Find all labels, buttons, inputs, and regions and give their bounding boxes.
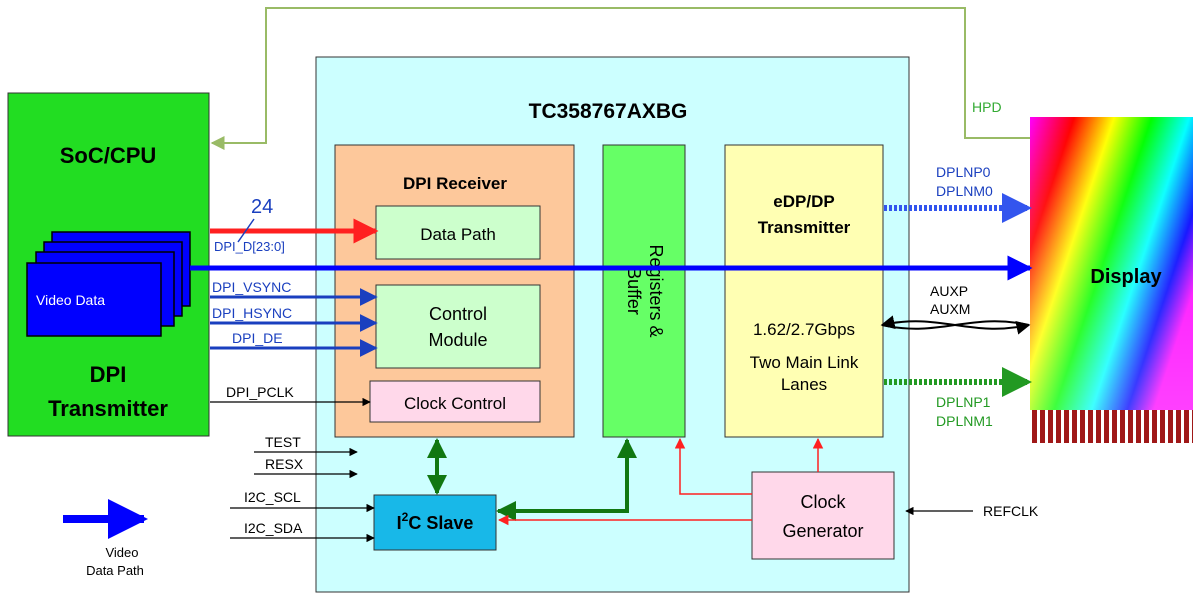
- test-label: TEST: [265, 434, 301, 450]
- edp-transmitter-block: [724, 144, 884, 438]
- dpi-vsync-label: DPI_VSYNC: [212, 279, 291, 295]
- chip-title: TC358767AXBG: [529, 100, 688, 123]
- data-path-label: Data Path: [420, 225, 496, 244]
- control-module-line1: Control: [429, 304, 487, 324]
- video-data-label: Video Data: [36, 292, 105, 308]
- dpi-d-label: DPI_D[23:0]: [214, 239, 285, 254]
- control-module-block: [375, 284, 541, 369]
- clock-control-label: Clock Control: [404, 394, 506, 413]
- bus-width-slash: [237, 218, 255, 243]
- transmitter-rate: 1.62/2.7Gbps: [753, 320, 855, 339]
- clockgen-to-registers: [674, 437, 752, 495]
- soc-footer-line1: DPI: [90, 362, 127, 387]
- auxp-label: AUXP: [930, 283, 968, 299]
- display-panel: [1030, 117, 1193, 443]
- registers-label-line1: Registers &: [646, 244, 666, 337]
- transmitter-lanes-line2: Lanes: [781, 375, 827, 394]
- dpi-de-label: DPI_DE: [232, 330, 283, 346]
- dplnp1-label: DPLNP1: [936, 394, 991, 410]
- i2c-sda-label: I2C_SDA: [244, 520, 303, 536]
- legend-line1: Video: [105, 545, 138, 560]
- dpi-hsync-label: DPI_HSYNC: [212, 305, 292, 321]
- dplnp0-label: DPLNP0: [936, 164, 991, 180]
- control-module-line2: Module: [428, 330, 487, 350]
- resx-label: RESX: [265, 456, 304, 472]
- video-data-stack: [26, 231, 191, 337]
- transmitter-title-line2: Transmitter: [758, 218, 851, 237]
- dplnm1-label: DPLNM1: [936, 413, 993, 429]
- hpd-line: [210, 7, 1030, 150]
- soc-title: SoC/CPU: [60, 143, 157, 168]
- clock-generator-line1: Clock: [800, 492, 846, 512]
- i2c-scl-label: I2C_SCL: [244, 489, 301, 505]
- auxm-label: AUXM: [930, 301, 970, 317]
- clock-generator-block: [751, 471, 895, 560]
- dpi-pclk-label: DPI_PCLK: [226, 384, 294, 400]
- clock-generator-line2: Generator: [782, 521, 863, 541]
- transmitter-lanes-line1: Two Main Link: [750, 353, 859, 372]
- registers-buffer-block: [602, 144, 686, 438]
- bus-width-label: 24: [251, 196, 273, 218]
- i2c-slave-label: I2C Slave: [397, 510, 474, 533]
- hpd-label: HPD: [972, 99, 1002, 115]
- legend-line2: Data Path: [86, 563, 144, 578]
- i2c-registers-link: [496, 438, 637, 521]
- display-label: Display: [1090, 266, 1162, 288]
- transmitter-title-line1: eDP/DP: [773, 192, 834, 211]
- dplnm0-label: DPLNM0: [936, 183, 993, 199]
- aux-channel-arrow: [880, 315, 1031, 335]
- soc-footer-line2: Transmitter: [48, 396, 168, 421]
- registers-label-line2: Buffer: [624, 267, 644, 315]
- refclk-label: REFCLK: [983, 503, 1039, 519]
- i2c-slave-block: [373, 494, 497, 551]
- dpi-receiver-title: DPI Receiver: [403, 174, 507, 193]
